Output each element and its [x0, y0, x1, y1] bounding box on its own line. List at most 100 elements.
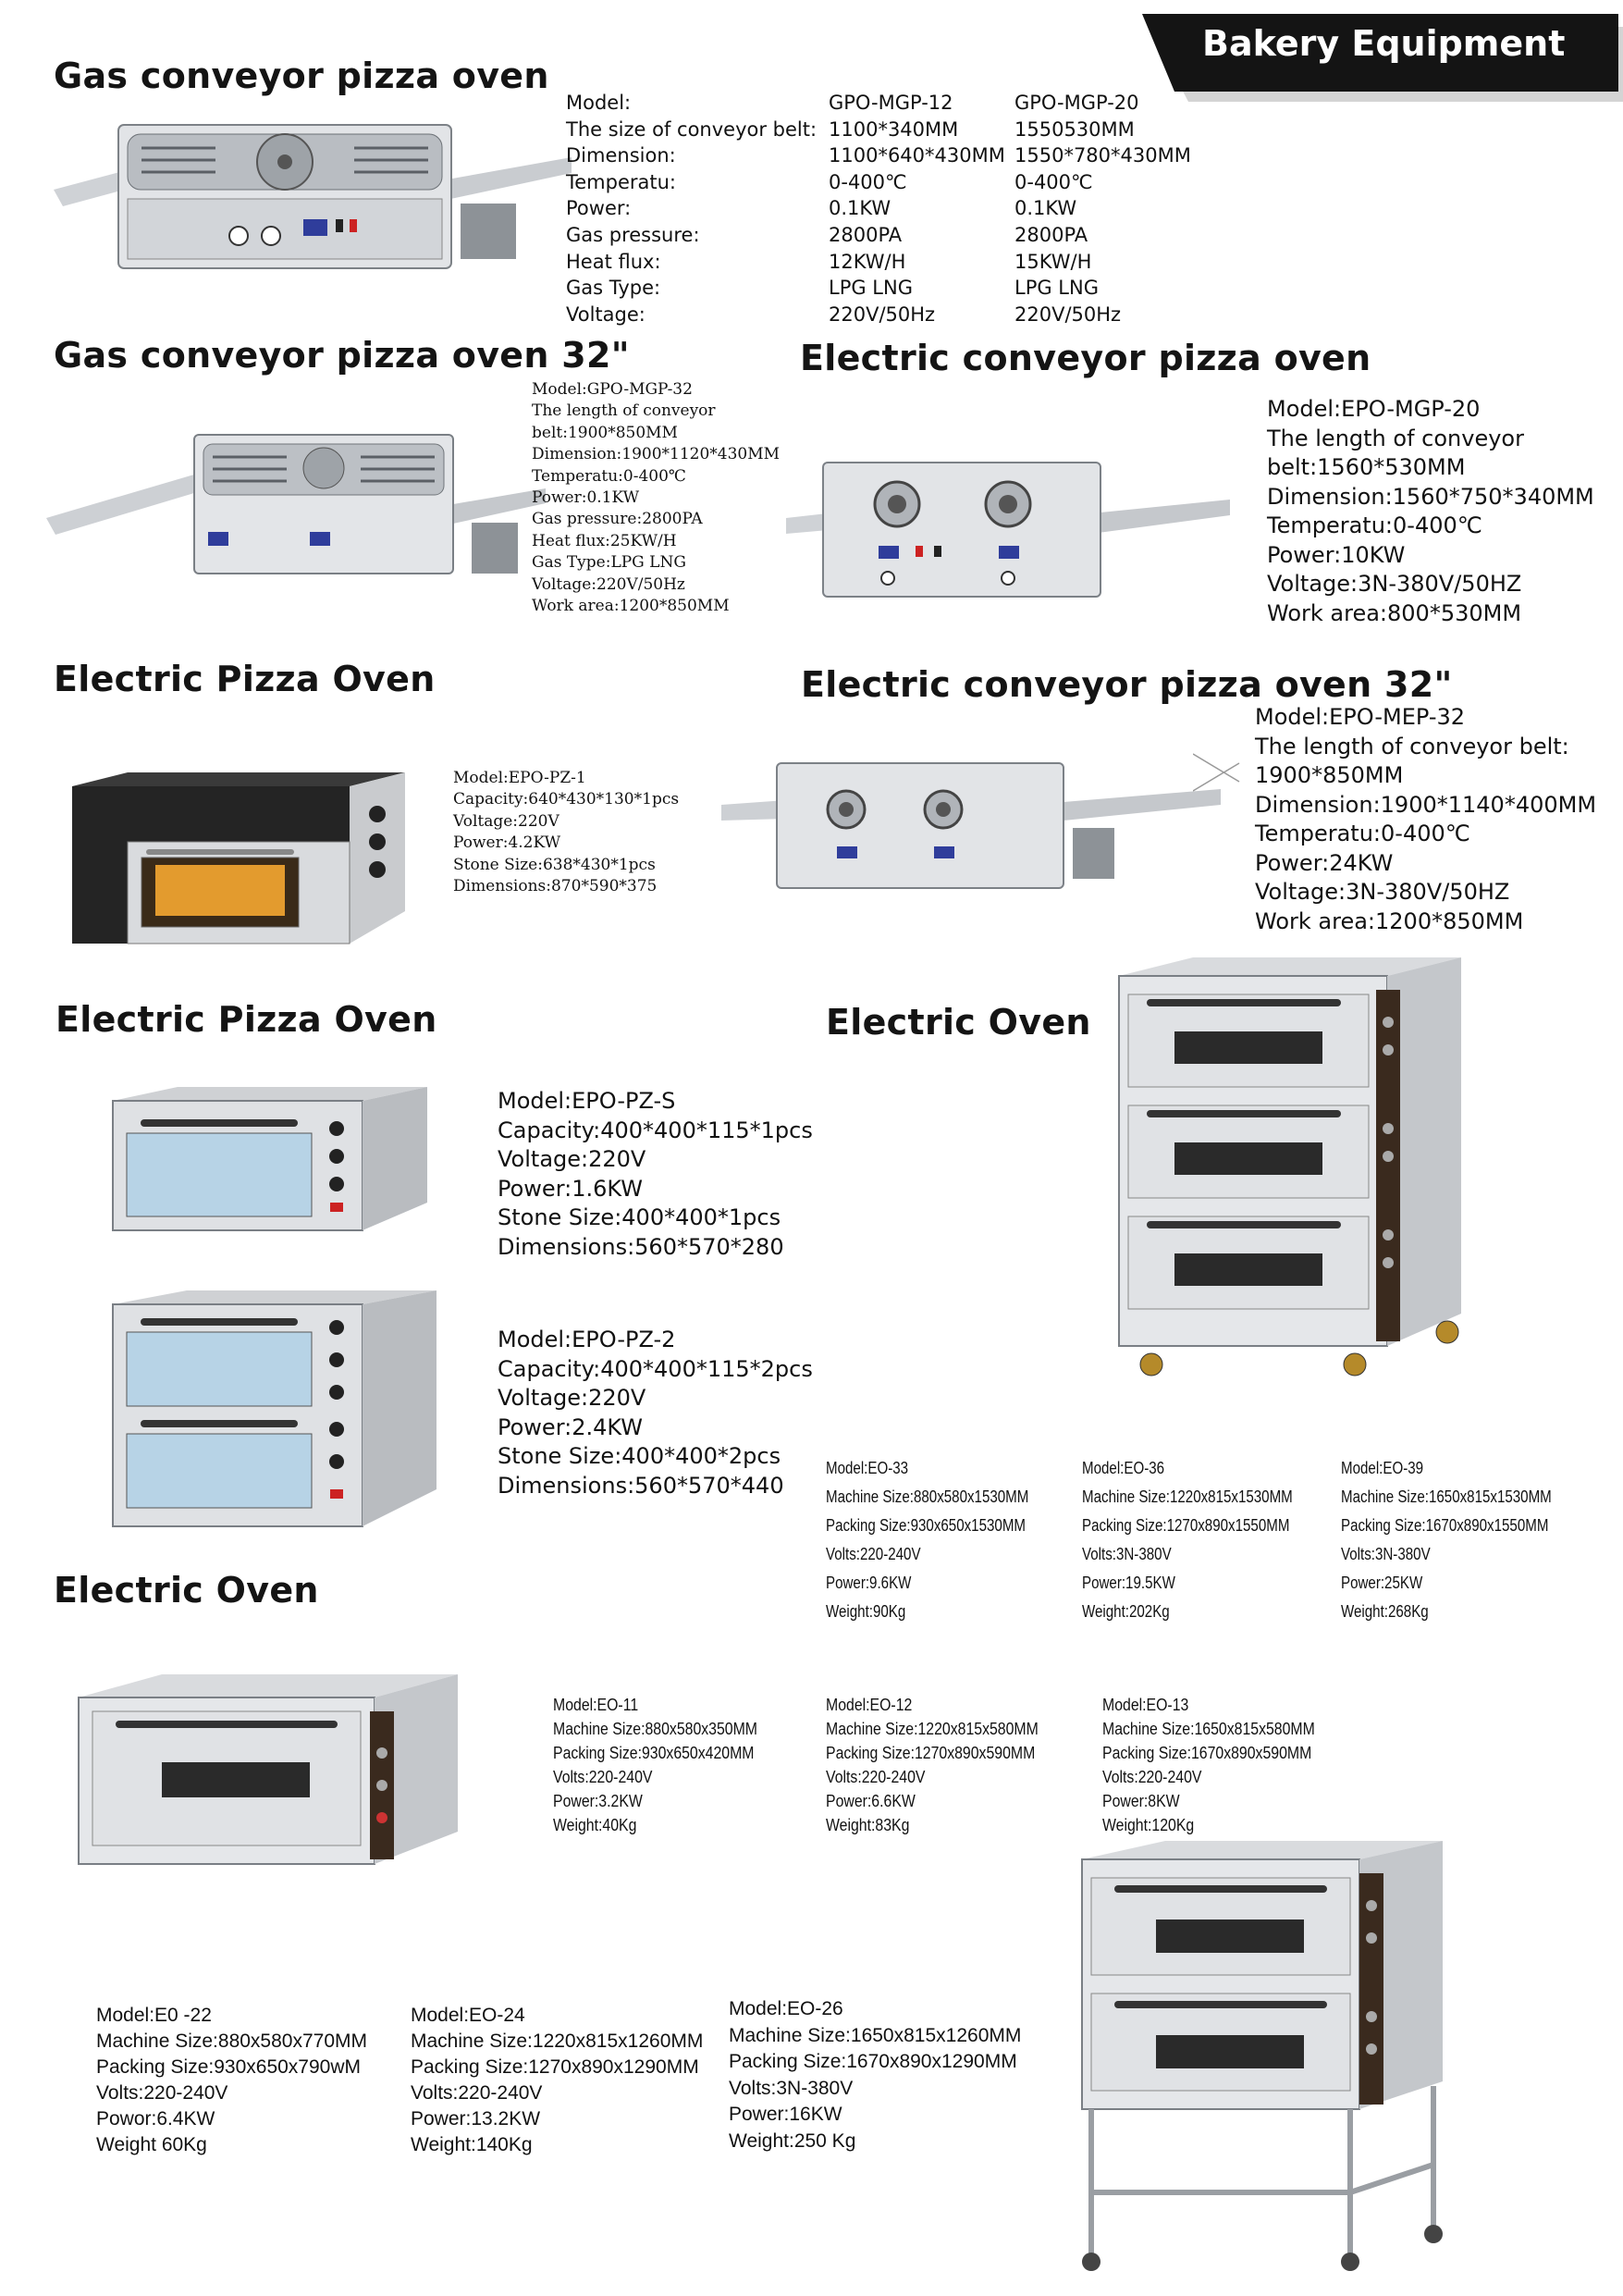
- spec-line: Power:3.2KW: [553, 1792, 643, 1810]
- spec-line: Volts:220-240V: [1102, 1768, 1202, 1786]
- spec-line: Voltage:3N-380V/50HZ: [1267, 571, 1522, 597]
- spec-line: Packing Size:930x650x420MM: [553, 1744, 755, 1762]
- spec-line: Dimensions:560*570*280: [498, 1233, 784, 1260]
- section-title-electric-pizza-oven: Electric Pizza Oven: [54, 659, 436, 699]
- spec-line: The length of conveyor: [1267, 425, 1524, 451]
- spec-line: Machine Size:1220x815x580MM: [826, 1720, 1039, 1738]
- spec-line: Model:E0 -22: [96, 2005, 212, 2026]
- spec-line: Packing Size:1670x890x1290MM: [729, 2051, 1017, 2073]
- spec-line: Gas pressure:2800PA: [532, 510, 703, 529]
- spec-line: Power:25KW: [1341, 1574, 1423, 1592]
- spec-line: Temperatu:0-400℃: [532, 466, 686, 486]
- spec-line: Packing Size:1270x890x590MM: [826, 1744, 1036, 1762]
- spec-line: Weight:250 Kg: [729, 2129, 856, 2152]
- callout-lines: [1193, 753, 1240, 792]
- spec-line: Stone Size:400*400*1pcs: [498, 1204, 781, 1230]
- header-badge-shape: [1142, 14, 1623, 102]
- spec-line: Model:EPO-PZ-1: [453, 769, 586, 787]
- spec-line: Model:EO-33: [826, 1459, 909, 1477]
- spec-line: Dimension:1900*1120*430MM: [532, 445, 781, 464]
- spec-line: Weight 60Kg: [96, 2134, 207, 2155]
- spec-line: Model:EO-24: [411, 2005, 525, 2026]
- spec-line: Volts:220-240V: [411, 2082, 543, 2104]
- spec-line: Power:9.6KW: [826, 1574, 912, 1592]
- gas-conveyor-32-specs: Model:GPO-MGP-32 The length of conveyor …: [532, 379, 780, 617]
- spec-line: Volts:3N-380V: [1082, 1545, 1172, 1563]
- spec-line: Stone Size:400*400*2pcs: [498, 1443, 781, 1469]
- spec-line: Work area:1200*850MM: [1255, 907, 1524, 934]
- spec-line: Weight:40Kg: [553, 1816, 637, 1834]
- spec-line: Work area:800*530MM: [1267, 599, 1522, 626]
- spec-line: Voltage:220V/50Hz: [532, 574, 685, 594]
- spec-line: Capacity:400*400*115*2pcs: [498, 1355, 813, 1382]
- spec-line: Temperatu:0-400℃: [1267, 512, 1482, 538]
- spec-line: Work area:1200*850MM: [532, 597, 730, 616]
- eo36-specs: Model:EO-36 Machine Size:1220x815x1530MM…: [1082, 1454, 1293, 1626]
- spec-line: Volts:220-240V: [826, 1768, 926, 1786]
- spec-line: Power:6.6KW: [826, 1792, 916, 1810]
- spec-line: Machine Size:880x580x770MM: [96, 2031, 367, 2052]
- spec-line: Packing Size:1270x890x1290MM: [411, 2056, 699, 2078]
- electric-conveyor-32-specs: Model:EPO-MEP-32 The length of conveyor …: [1255, 703, 1596, 936]
- electric-pizza-oven-pz2-image: [112, 1290, 436, 1527]
- electric-conveyor-32-oven-image: [721, 762, 1221, 889]
- electric-pizza-oven-pzs-image: [112, 1087, 427, 1231]
- eo22-specs: Model:E0 -22 Machine Size:880x580x770MM …: [96, 2003, 367, 2158]
- spec-line: Model:EPO-PZ-2: [498, 1327, 676, 1352]
- spec-line: Model:GPO-MGP-32: [532, 380, 693, 399]
- spec-line: Model:EO-12: [826, 1696, 913, 1714]
- spec-line: Dimension:1900*1140*400MM: [1255, 791, 1597, 818]
- spec-line: Weight:268Kg: [1341, 1602, 1429, 1621]
- spec-line: Weight:120Kg: [1102, 1816, 1195, 1834]
- spec-line: Heat flux:25KW/H: [532, 531, 677, 550]
- section-title-electric-conveyor: Electric conveyor pizza oven: [800, 338, 1371, 378]
- spec-line: 1900*850MM: [1255, 762, 1404, 788]
- spec-line: Voltage:220V: [453, 811, 559, 831]
- electric-oven-1deck-image: [78, 1674, 458, 1865]
- spec-line: Machine Size:1650x815x1530MM: [1341, 1487, 1552, 1506]
- spec-line: belt:1560*530MM: [1267, 454, 1466, 480]
- electric-conveyor-specs: Model:EPO-MGP-20 The length of conveyor …: [1267, 395, 1594, 628]
- spec-line: The length of conveyor belt:: [1255, 733, 1569, 759]
- eo33-specs: Model:EO-33 Machine Size:880x580x1530MM …: [826, 1454, 1028, 1626]
- spec-line: Power:13.2KW: [411, 2108, 541, 2129]
- spec-line: Model:EO-39: [1341, 1459, 1424, 1477]
- spec-line: Packing Size:930x650x1530MM: [826, 1516, 1027, 1535]
- spec-line: Volts:3N-380V: [729, 2077, 854, 2099]
- section-title-gas-conveyor: Gas conveyor pizza oven: [54, 56, 549, 96]
- eo26-specs: Model:EO-26 Machine Size:1650x815x1260MM…: [729, 1996, 1021, 2155]
- spec-line: Power:0.1KW: [532, 488, 640, 508]
- spec-line: Volts:220-240V: [826, 1545, 921, 1563]
- spec-line: Volts:220-240V: [96, 2082, 228, 2104]
- eo12-specs: Model:EO-12 Machine Size:1220x815x580MM …: [826, 1693, 1039, 1837]
- eo24-specs: Model:EO-24 Machine Size:1220x815x1260MM…: [411, 2003, 703, 2158]
- spec-line: Machine Size:1220x815x1530MM: [1082, 1487, 1293, 1506]
- electric-oven-3deck-image: [1118, 957, 1461, 1376]
- spec-line: Volts:220-240V: [553, 1768, 653, 1786]
- spec-line: Power:19.5KW: [1082, 1574, 1175, 1592]
- spec-line: Power:4.2KW: [453, 833, 561, 853]
- spec-line: Weight:90Kg: [826, 1602, 906, 1621]
- spec-line: Power:1.6KW: [498, 1175, 644, 1202]
- spec-line: Power:16KW: [729, 2104, 842, 2126]
- spec-line: Volts:3N-380V: [1341, 1545, 1431, 1563]
- electric-pizza-oven-pz2-specs: Model:EPO-PZ-2 Capacity:400*400*115*2pcs…: [498, 1326, 813, 1500]
- spec-line: Machine Size:1220x815x1260MM: [411, 2031, 704, 2052]
- spec-line: belt:1900*850MM: [532, 423, 678, 442]
- electric-pizza-oven-pzs-specs: Model:EPO-PZ-S Capacity:400*400*115*1pcs…: [498, 1087, 813, 1262]
- eo11-specs: Model:EO-11 Machine Size:880x580x350MM P…: [553, 1693, 757, 1837]
- spec-line: Machine Size:880x580x350MM: [553, 1720, 758, 1738]
- gas-conveyor-32-oven-image: [46, 434, 546, 574]
- eo13-specs: Model:EO-13 Machine Size:1650x815x580MM …: [1102, 1693, 1315, 1837]
- spec-line: Dimensions:560*570*440: [498, 1472, 784, 1499]
- section-title-electric-oven-3deck: Electric Oven: [826, 1002, 1091, 1043]
